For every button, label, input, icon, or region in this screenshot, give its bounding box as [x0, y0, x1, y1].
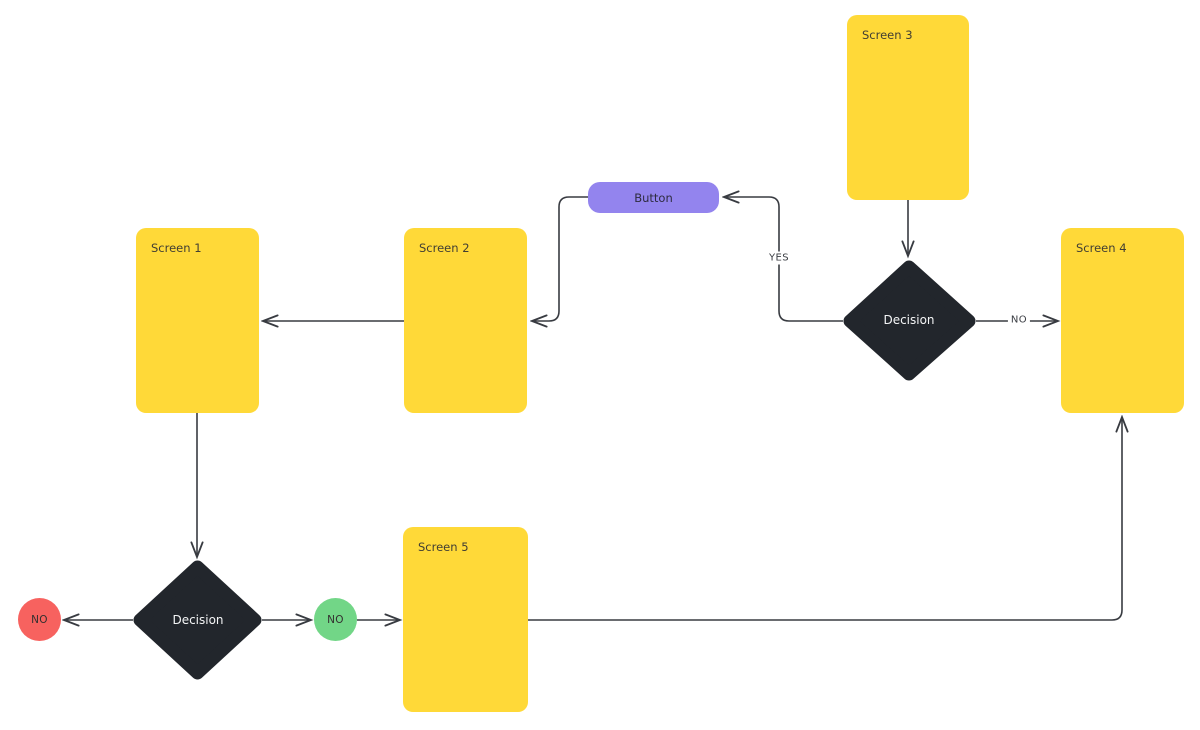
- edge-screen5-to-screen4[interactable]: [528, 417, 1122, 621]
- terminal-no-green-label: NO: [327, 613, 344, 626]
- screen5-label: Screen 5: [418, 540, 469, 554]
- decision-top-diamond[interactable]: [843, 260, 976, 381]
- terminal-no-red-label: NO: [31, 613, 48, 626]
- decision-bottom-diamond[interactable]: [133, 560, 262, 680]
- screen4-label: Screen 4: [1076, 241, 1127, 255]
- screen1-card[interactable]: Screen 1: [136, 228, 259, 413]
- screen1-label: Screen 1: [151, 241, 202, 255]
- screen5-card[interactable]: Screen 5: [403, 527, 528, 712]
- screen4-card[interactable]: Screen 4: [1061, 228, 1184, 413]
- edge-label-yes: YES: [766, 251, 792, 265]
- screen3-card[interactable]: Screen 3: [847, 15, 969, 200]
- button-node[interactable]: Button: [588, 182, 719, 213]
- button-label: Button: [634, 190, 673, 205]
- decision-bottom-label: Decision: [172, 613, 224, 627]
- decision-top-label: Decision: [883, 313, 935, 327]
- edge-label-no: NO: [1007, 313, 1031, 327]
- screen2-card[interactable]: Screen 2: [404, 228, 527, 413]
- screen3-label: Screen 3: [862, 28, 913, 42]
- edge-button-to-screen2[interactable]: [532, 196, 588, 321]
- screen2-label: Screen 2: [419, 241, 470, 255]
- terminal-no-green[interactable]: NO: [314, 598, 357, 641]
- terminal-no-red[interactable]: NO: [18, 598, 61, 641]
